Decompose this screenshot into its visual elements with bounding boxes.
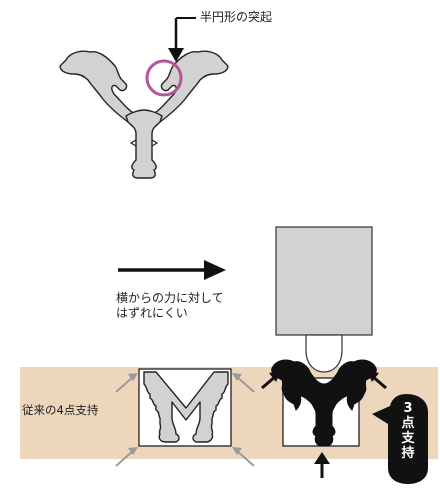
top-profile-left-arm [59,50,137,123]
badge-line-1: 3 [403,401,413,416]
top-profile-right-arm [151,50,229,123]
callout-arrow [168,17,196,62]
press-tool [275,226,373,373]
conventional-profile [143,371,229,443]
top-profile [59,50,229,179]
badge-line-4: 持 [401,446,415,461]
semicircle-highlight [145,59,183,97]
badge-line-2: 点 [401,416,415,431]
conventional-support-label: 従来の4点支持 [22,403,99,417]
lateral-force-arrow [118,260,226,280]
lateral-force-label-line1: 横からの力に対して [116,291,224,305]
lateral-force-label-line2: はずれにくい [116,306,188,320]
three-point-profile [271,359,377,447]
three-point-badge [372,394,428,484]
top-profile-stem [125,109,163,179]
three-point-support-arrows [261,371,387,478]
badge-line-3: 支 [401,431,415,446]
semicircle-protrusion-label: 半円形の突起 [200,10,273,24]
four-point-support-arrows [115,373,255,467]
badge-label: 3 点 支 持 [398,401,418,461]
